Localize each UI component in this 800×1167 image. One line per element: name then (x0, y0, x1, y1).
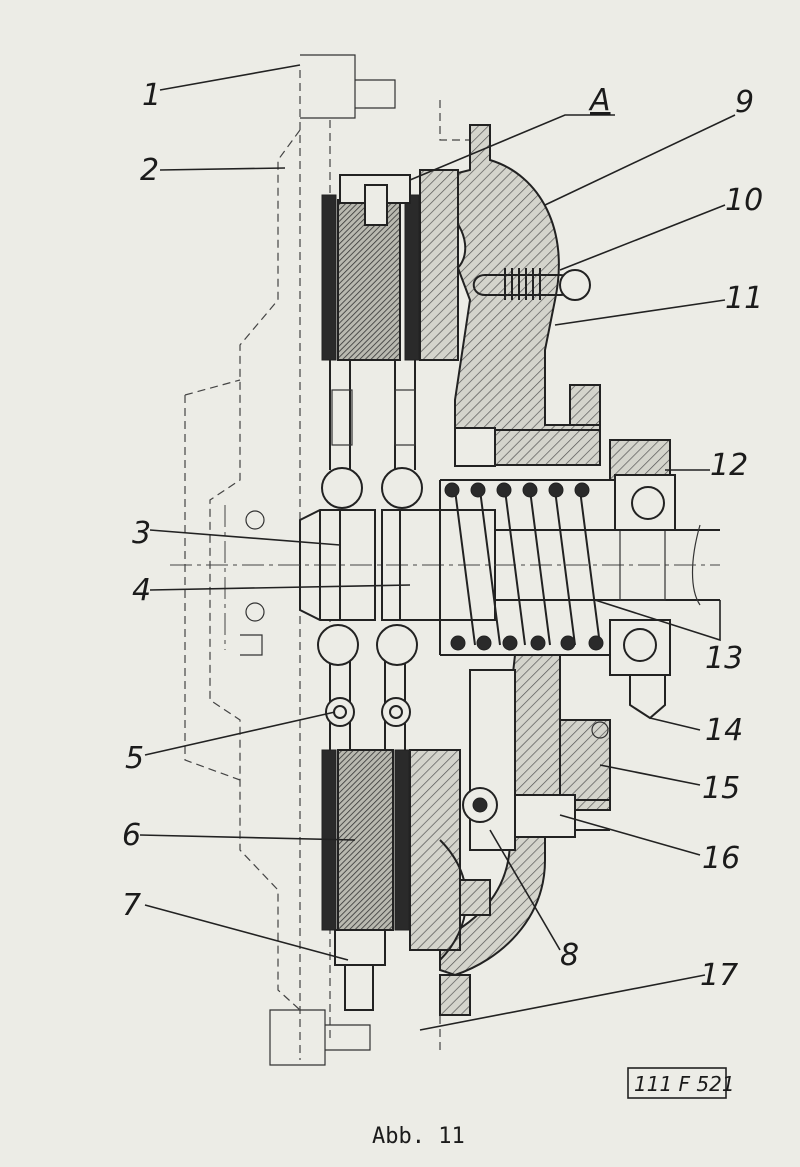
drawing-number: 111 F 521 (634, 1072, 735, 1096)
clutch-hub-shaft (170, 509, 720, 621)
label-11: 11 (725, 281, 763, 316)
label-10: 10 (725, 183, 763, 218)
label-12: 12 (710, 448, 748, 483)
drawing-number-stamp: 111 F 521 (627, 1067, 735, 1099)
release-spring (472, 268, 591, 301)
label-1: 1 (142, 78, 161, 113)
label-4: 4 (132, 573, 151, 608)
label-9: 9 (735, 85, 754, 120)
label-15: 15 (702, 771, 740, 806)
pressure-springs (439, 479, 610, 656)
label-A: A (588, 83, 611, 118)
label-3: 3 (132, 516, 151, 551)
label-14: 14 (705, 713, 743, 748)
release-lever (439, 669, 611, 961)
friction-disc-pack (317, 169, 461, 1011)
label-8: 8 (560, 938, 579, 973)
label-7: 7 (122, 888, 141, 923)
label-5: 5 (125, 741, 144, 776)
part-labels: 1 2 A 9 10 11 12 3 4 13 14 5 15 6 16 7 8… (122, 78, 763, 993)
release-bearing (454, 427, 676, 720)
label-13: 13 (705, 641, 743, 676)
label-16: 16 (702, 841, 740, 876)
figure-caption: Abb. 11 (372, 1124, 465, 1149)
label-2: 2 (140, 153, 159, 188)
label-6: 6 (122, 818, 141, 853)
leader-lines (139, 64, 736, 1031)
label-17: 17 (700, 958, 738, 993)
